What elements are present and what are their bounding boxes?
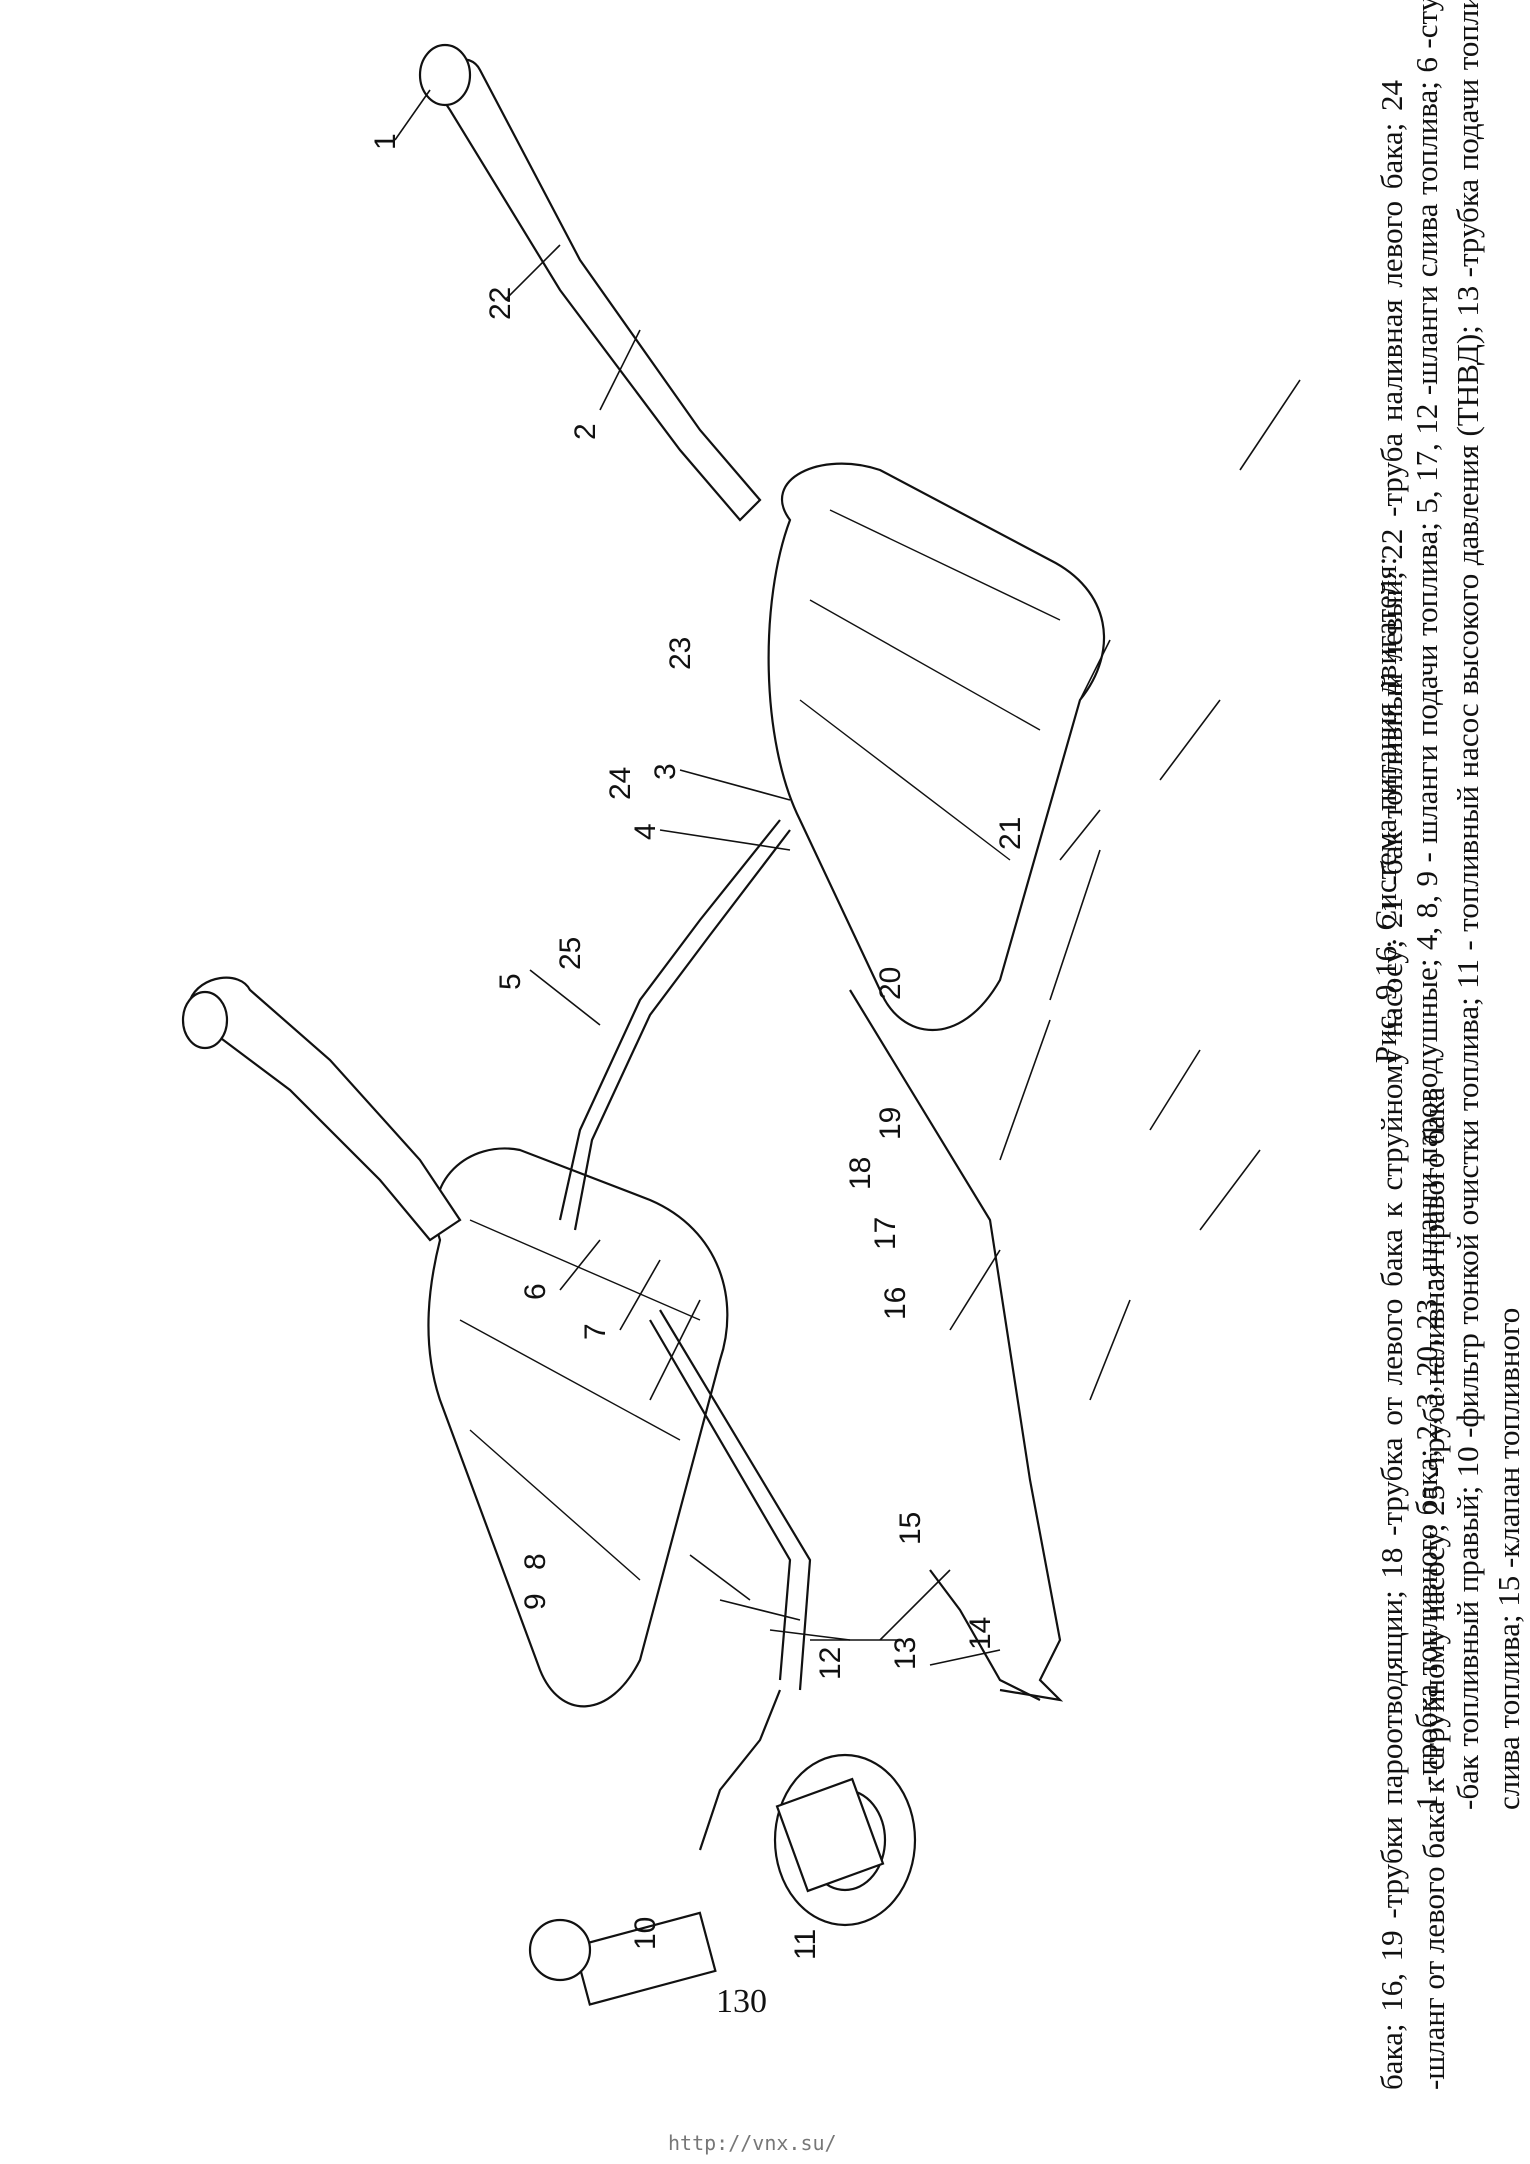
fine-fuel-filter xyxy=(528,1911,717,2006)
figure-legend-bottom: бака; 16, 19 -трубки пароотводящии; 18 -… xyxy=(1374,80,1451,2090)
site-url: http://vnx.su/ xyxy=(668,2131,837,2155)
vapor-pipe-19 xyxy=(558,819,781,1221)
label-12: 12 xyxy=(814,1647,847,1680)
label-22: 22 xyxy=(484,287,517,320)
right-filler-cap xyxy=(181,990,229,1050)
right-filler-pipe xyxy=(188,976,462,1242)
label-25: 25 xyxy=(554,937,587,970)
label-5: 5 xyxy=(494,973,527,990)
label-16: 16 xyxy=(879,1287,912,1320)
label-13: 13 xyxy=(889,1637,922,1670)
right-fuel-tank xyxy=(427,1147,729,1708)
label-18: 18 xyxy=(844,1157,877,1190)
label-9: 9 xyxy=(519,1593,552,1610)
left-filler-pipe xyxy=(428,58,762,522)
label-11: 11 xyxy=(789,1929,822,1960)
leader-lines xyxy=(394,89,1301,1666)
fuel-hoses xyxy=(698,1689,782,1851)
vapor-pipe-16 xyxy=(849,989,1064,1702)
label-17: 17 xyxy=(869,1217,902,1250)
label-21: 21 xyxy=(994,817,1027,850)
page-number: 130 xyxy=(716,1983,767,2020)
figure-legend-continued: бака; 16, 19 -трубки пароотводящии; 18 -… xyxy=(1340,80,1486,2090)
label-8: 8 xyxy=(519,1553,552,1570)
pipe-18 xyxy=(573,829,791,1231)
label-24: 24 xyxy=(604,767,637,800)
label-20: 20 xyxy=(874,967,907,1000)
left-filler-cap xyxy=(418,43,472,107)
label-7: 7 xyxy=(579,1323,612,1340)
label-14: 14 xyxy=(964,1617,997,1650)
label-10: 10 xyxy=(629,1917,662,1950)
high-pressure-fuel-pump xyxy=(773,1753,917,1927)
fuel-pipe-13 xyxy=(649,1319,792,1681)
label-1: 1 xyxy=(369,133,402,150)
label-23: 23 xyxy=(664,637,697,670)
label-6: 6 xyxy=(519,1283,552,1300)
left-fuel-tank xyxy=(767,462,1105,1032)
label-3: 3 xyxy=(649,763,682,780)
valve-15 xyxy=(929,1569,1041,1701)
label-19: 19 xyxy=(874,1107,907,1140)
label-2: 2 xyxy=(569,423,602,440)
callout-labels: 1 2 3 4 5 6 7 8 9 10 11 12 13 14 15 16 1… xyxy=(369,133,1027,1960)
label-15: 15 xyxy=(894,1512,927,1545)
label-4: 4 xyxy=(629,823,662,840)
fuel-pipe-14 xyxy=(659,1309,812,1691)
